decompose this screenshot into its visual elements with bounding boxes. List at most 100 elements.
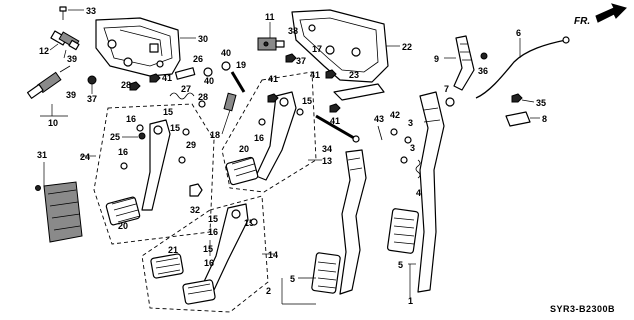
nut-37b bbox=[285, 53, 297, 63]
switch-12 bbox=[49, 30, 80, 51]
bolt-34 bbox=[315, 114, 355, 140]
pin-19 bbox=[230, 71, 246, 93]
callout-25: 25 bbox=[110, 132, 120, 142]
switch-10 bbox=[26, 65, 71, 99]
bracket-8 bbox=[505, 111, 531, 127]
pedal-2 bbox=[339, 149, 367, 295]
clutch-pedal-pad-20 bbox=[225, 156, 259, 186]
nut-41b bbox=[267, 93, 279, 103]
callout-2: 2 bbox=[266, 286, 271, 296]
clip-28b bbox=[198, 100, 206, 108]
callout-15d: 15 bbox=[208, 214, 218, 224]
callout-16e: 16 bbox=[204, 258, 214, 268]
callout-16a: 16 bbox=[126, 114, 136, 124]
callout-43: 43 bbox=[374, 114, 384, 124]
callout-30: 30 bbox=[198, 34, 208, 44]
callout-41d: 41 bbox=[330, 116, 340, 126]
callout-4: 4 bbox=[416, 188, 421, 198]
callout-42: 42 bbox=[390, 110, 400, 120]
callout-9: 9 bbox=[434, 54, 439, 64]
pedal-pad-lower bbox=[182, 279, 216, 305]
accelerator-pedal-arm bbox=[201, 203, 249, 291]
bushing-16b bbox=[120, 162, 128, 170]
switch-11 bbox=[257, 37, 285, 51]
nut-41d bbox=[329, 103, 341, 113]
cable-end bbox=[562, 36, 570, 44]
callout-13: 13 bbox=[322, 156, 332, 166]
front-direction-arrow bbox=[595, 3, 627, 23]
callout-20a: 20 bbox=[118, 221, 128, 231]
direction-label: FR. bbox=[574, 16, 590, 27]
callout-27: 27 bbox=[181, 84, 191, 94]
washer-42 bbox=[390, 128, 398, 136]
pedal-box-13 bbox=[221, 71, 317, 193]
cap-17 bbox=[325, 45, 335, 55]
spring-27 bbox=[169, 92, 195, 100]
diagram-code: SYR3-B2300B bbox=[550, 304, 615, 314]
callout-12: 12 bbox=[39, 46, 49, 56]
plate-23 bbox=[333, 83, 385, 101]
pedal-pad-5b bbox=[386, 208, 420, 254]
callout-15b: 15 bbox=[170, 123, 180, 133]
clip-36 bbox=[480, 52, 488, 60]
callout-36: 36 bbox=[478, 66, 488, 76]
bushing-16a bbox=[136, 124, 144, 132]
callout-7: 7 bbox=[444, 84, 449, 94]
callout-31: 31 bbox=[37, 150, 47, 160]
leader bbox=[221, 109, 231, 135]
callout-8: 8 bbox=[542, 114, 547, 124]
callout-15e: 15 bbox=[203, 244, 213, 254]
callout-11: 11 bbox=[265, 12, 275, 22]
bracket-22 bbox=[291, 9, 389, 83]
callout-6: 6 bbox=[516, 28, 521, 38]
brake-pedal-arm bbox=[141, 119, 171, 211]
callout-24: 24 bbox=[80, 152, 90, 162]
lever-9 bbox=[453, 35, 475, 91]
callout-3a: 3 bbox=[408, 118, 413, 128]
washer-29 bbox=[178, 156, 186, 164]
nut-7 bbox=[445, 97, 455, 107]
callout-17: 17 bbox=[312, 44, 322, 54]
nut-15f bbox=[250, 218, 258, 226]
callout-26: 26 bbox=[193, 54, 203, 64]
callout-39a: 39 bbox=[67, 54, 77, 64]
callout-39b: 39 bbox=[66, 90, 76, 100]
pedal-box-24 bbox=[93, 103, 215, 245]
pin-43 bbox=[377, 125, 383, 141]
callout-15a: 15 bbox=[163, 107, 173, 117]
nut-41c bbox=[325, 69, 337, 79]
callout-29: 29 bbox=[186, 140, 196, 150]
clip-25 bbox=[138, 132, 146, 140]
callout-14: 14 bbox=[268, 250, 278, 260]
callout-41a: 41 bbox=[162, 73, 172, 83]
callout-34: 34 bbox=[322, 144, 332, 154]
bushing-26 bbox=[174, 67, 196, 80]
pedal-1 bbox=[417, 91, 445, 293]
callout-19: 19 bbox=[236, 60, 246, 70]
leader bbox=[521, 99, 535, 103]
callout-3b: 3 bbox=[410, 143, 415, 153]
brake-pedal-pad-20 bbox=[105, 196, 141, 226]
callout-35: 35 bbox=[536, 98, 546, 108]
spring-4 bbox=[415, 159, 421, 179]
leader bbox=[63, 49, 67, 59]
collar-40b bbox=[221, 61, 231, 71]
callout-1: 1 bbox=[408, 296, 413, 306]
callout-32: 32 bbox=[190, 205, 200, 215]
callout-23: 23 bbox=[349, 70, 359, 80]
nut-37 bbox=[87, 75, 97, 85]
callout-21: 21 bbox=[168, 245, 178, 255]
callout-5a: 5 bbox=[290, 274, 295, 284]
pad-cover-31 bbox=[35, 181, 83, 243]
callout-22: 22 bbox=[402, 42, 412, 52]
callout-16b: 16 bbox=[118, 147, 128, 157]
callout-40b: 40 bbox=[221, 48, 231, 58]
callout-16d: 16 bbox=[208, 227, 218, 237]
cable-6 bbox=[475, 39, 567, 99]
nut-15c bbox=[296, 108, 304, 116]
callout-33: 33 bbox=[86, 6, 96, 16]
nut-28a bbox=[129, 81, 141, 91]
pedal-pad-5a bbox=[311, 252, 341, 294]
